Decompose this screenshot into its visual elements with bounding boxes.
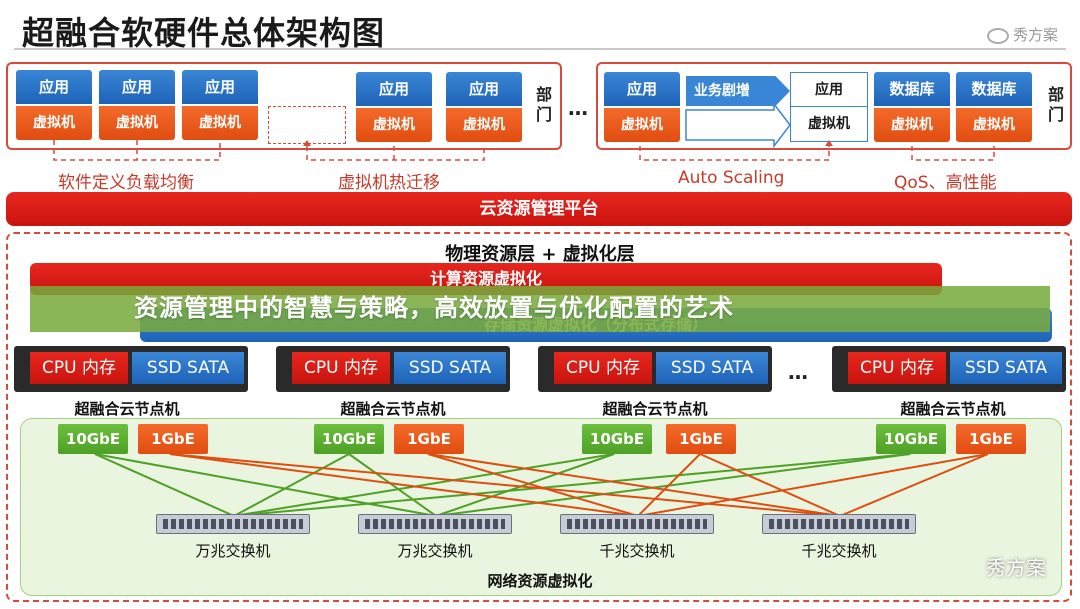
vm-label: 虚拟机 <box>16 106 92 140</box>
node-server: CPU 内存 SSD SATA <box>276 346 510 392</box>
caption-qos: QoS、高性能 <box>894 173 997 193</box>
cpu-memory-block: CPU 内存 <box>292 352 390 384</box>
switch-label: 千兆交换机 <box>599 542 675 560</box>
scaled-app-vm-unit: 应用 虚拟机 <box>790 72 868 142</box>
switch-label: 千兆交换机 <box>801 542 877 560</box>
ellipsis-nodes: … <box>788 360 808 384</box>
scaling-arrow: 业务剧增 <box>686 76 790 106</box>
app-label: 应用 <box>791 73 867 107</box>
app-label: 应用 <box>356 72 432 106</box>
switch-ports <box>163 519 303 529</box>
vm-label: 虚拟机 <box>604 108 680 142</box>
switch-ports <box>365 519 505 529</box>
node-label: 超融合云节点机 <box>602 400 708 418</box>
dept-label-right: 部门 <box>1045 86 1064 126</box>
switch-ports <box>567 519 707 529</box>
switch-label: 万兆交换机 <box>195 542 271 560</box>
ssd-sata-block: SSD SATA <box>656 352 768 384</box>
node-label: 超融合云节点机 <box>900 400 1006 418</box>
nic-10gbe: 10GbE <box>876 424 946 454</box>
node-server: CPU 内存 SSD SATA <box>538 346 772 392</box>
physical-layer-title: 物理资源层 + 虚拟化层 <box>445 244 635 265</box>
vm-label: 虚拟机 <box>808 116 850 132</box>
watermark-bottom: 秀方案 <box>986 556 1046 580</box>
network-title: 网络资源虚拟化 <box>487 572 593 590</box>
vm-label: 虚拟机 <box>356 108 432 142</box>
vm-label: 虚拟机 <box>446 108 522 142</box>
nic-10gbe: 10GbE <box>58 424 128 454</box>
switch-ports <box>769 519 909 529</box>
node-label: 超融合云节点机 <box>74 400 180 418</box>
ssd-sata-block: SSD SATA <box>132 352 244 384</box>
switch-device <box>156 514 310 534</box>
app-label: 应用 <box>446 72 522 106</box>
db-vm-unit: 数据库 虚拟机 <box>874 72 950 142</box>
banner-text: 资源管理中的智慧与策略，高效放置与优化配置的艺术 <box>134 294 734 322</box>
vm-label: 虚拟机 <box>956 108 1032 142</box>
cpu-memory-block: CPU 内存 <box>30 352 128 384</box>
vm-label: 虚拟机 <box>874 108 950 142</box>
app-vm-unit: 应用 虚拟机 <box>182 70 258 140</box>
node-label: 超融合云节点机 <box>340 400 446 418</box>
app-label: 应用 <box>604 72 680 106</box>
switch-label: 万兆交换机 <box>397 542 473 560</box>
switch-device <box>358 514 512 534</box>
caption-load-balance: 软件定义负载均衡 <box>58 173 194 193</box>
switch-device <box>560 514 714 534</box>
vm-label: 虚拟机 <box>99 106 175 140</box>
dept-label-left: 部门 <box>533 86 552 126</box>
app-vm-unit: 应用 虚拟机 <box>604 72 680 142</box>
node-server: CPU 内存 SSD SATA <box>832 346 1066 392</box>
app-vm-unit: 应用 虚拟机 <box>16 70 92 140</box>
ssd-sata-block: SSD SATA <box>950 352 1062 384</box>
migration-target-slot <box>268 106 346 144</box>
nic-1gbe: 1GbE <box>956 424 1026 454</box>
caption-live-migration: 虚拟机热迁移 <box>338 173 440 193</box>
title-banner-overlay <box>30 286 1050 332</box>
db-label: 数据库 <box>874 72 950 106</box>
app-label: 应用 <box>182 70 258 104</box>
app-vm-unit: 应用 虚拟机 <box>446 72 522 142</box>
db-vm-unit: 数据库 虚拟机 <box>956 72 1032 142</box>
app-vm-unit: 应用 虚拟机 <box>356 72 432 142</box>
app-label: 应用 <box>99 70 175 104</box>
wechat-logo-icon <box>986 27 1009 44</box>
page-title: 超融合软硬件总体架构图 <box>22 14 386 52</box>
cloud-platform-bar: 云资源管理平台 <box>6 192 1072 226</box>
app-vm-unit: 应用 虚拟机 <box>99 70 175 140</box>
node-server: CPU 内存 SSD SATA <box>14 346 248 392</box>
vm-label: 虚拟机 <box>182 106 258 140</box>
nic-1gbe: 1GbE <box>138 424 208 454</box>
cpu-memory-block: CPU 内存 <box>848 352 946 384</box>
caption-auto-scaling: Auto Scaling <box>678 168 785 188</box>
nic-1gbe: 1GbE <box>394 424 464 454</box>
nic-10gbe: 10GbE <box>314 424 384 454</box>
nic-10gbe: 10GbE <box>582 424 652 454</box>
watermark-top: 秀方案 <box>986 24 1058 45</box>
title-divider <box>14 48 1066 50</box>
switch-device <box>762 514 916 534</box>
ssd-sata-block: SSD SATA <box>394 352 506 384</box>
ellipsis-top: … <box>568 96 588 120</box>
app-label: 应用 <box>16 70 92 104</box>
nic-1gbe: 1GbE <box>666 424 736 454</box>
physical-layer-box <box>6 232 1072 602</box>
db-label: 数据库 <box>956 72 1032 106</box>
cpu-memory-block: CPU 内存 <box>554 352 652 384</box>
watermark-top-text: 秀方案 <box>1012 26 1058 44</box>
